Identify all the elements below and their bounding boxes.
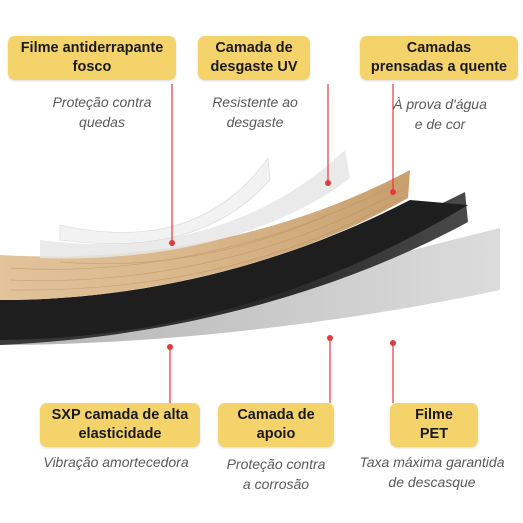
desc-sxp-layer: Vibração amortecedora [43, 454, 189, 470]
label-hot-pressed: Camadas prensadas a quente [360, 36, 518, 80]
label-support-layer: Camada de apoio [218, 403, 334, 447]
desc-matte-film: Proteção contra quedas [52, 94, 152, 130]
desc-hot-pressed: À prova d'água e de cor [393, 96, 487, 132]
label-uv-layer: Camada de desgaste UV [198, 36, 310, 80]
desc-uv-layer: Resistente ao desgaste [212, 94, 298, 130]
desc-pet-film: Taxa máxima garantida de descasque [359, 454, 505, 490]
sxp-layer [0, 200, 468, 340]
uv-layer [40, 150, 350, 259]
wood-grain [9, 181, 405, 291]
label-matte-film: Filme antiderrapante fosco [8, 36, 176, 80]
desc-support-layer: Proteção contra a corrosão [226, 456, 326, 492]
label-sxp-layer: SXP camada de alta elasticidade [40, 403, 200, 447]
matte-film-layer [59, 157, 271, 245]
label-pet-film: Filme PET [390, 403, 478, 447]
